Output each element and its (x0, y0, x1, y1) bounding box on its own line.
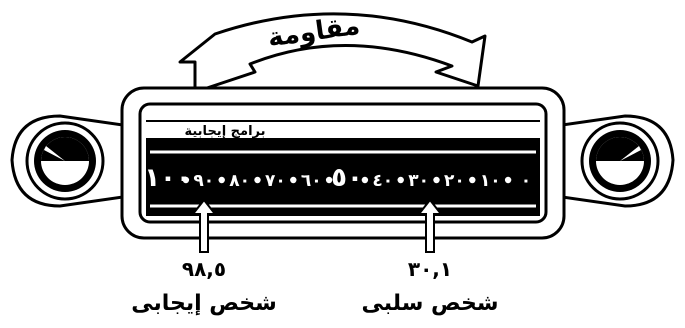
right-pointer-label: شخص سلبى (361, 291, 498, 316)
left-pointer-value: ٩٨,٥ (182, 257, 226, 281)
scale-label: ٦٠ (301, 171, 322, 191)
right-pointer: ٣٠,١ شخص سلبى (361, 198, 499, 316)
scale-label: ٠ (521, 171, 531, 191)
scale-label: ٧٠ (265, 171, 286, 191)
scale-label: ٨٠ (229, 171, 250, 191)
scale-label: ١٠ (480, 171, 501, 191)
scale-dot (433, 176, 440, 184)
left-pointer-label: شخص إيجابى (131, 291, 277, 316)
scale-dot (254, 176, 261, 184)
scale-label: ٥٠ (331, 163, 363, 193)
resistance-arch: مقاومة (178, 11, 487, 94)
scale-dot (469, 176, 476, 184)
resistance-arch-arrow (178, 12, 487, 94)
left-speaker (10, 114, 132, 208)
scale-label: ٤٠ (372, 171, 393, 191)
right-speaker (553, 114, 675, 208)
scale-label: ٢٠ (444, 171, 465, 191)
scale-label: ٣٠ (408, 171, 429, 191)
panel-label: برامج إيجابية (184, 124, 265, 139)
scale-dot (361, 176, 369, 184)
left-pointer: ٩٨,٥ شخص إيجابى (131, 198, 277, 316)
scale-dot (218, 176, 225, 184)
scale-dot (325, 176, 333, 184)
scale-dot (397, 176, 404, 184)
right-pointer-value: ٣٠,١ (408, 257, 452, 281)
scale-dot (504, 176, 512, 184)
scale-label: ٩٠ (193, 171, 214, 191)
scale-dot (182, 176, 190, 184)
scale-dot (290, 176, 297, 184)
